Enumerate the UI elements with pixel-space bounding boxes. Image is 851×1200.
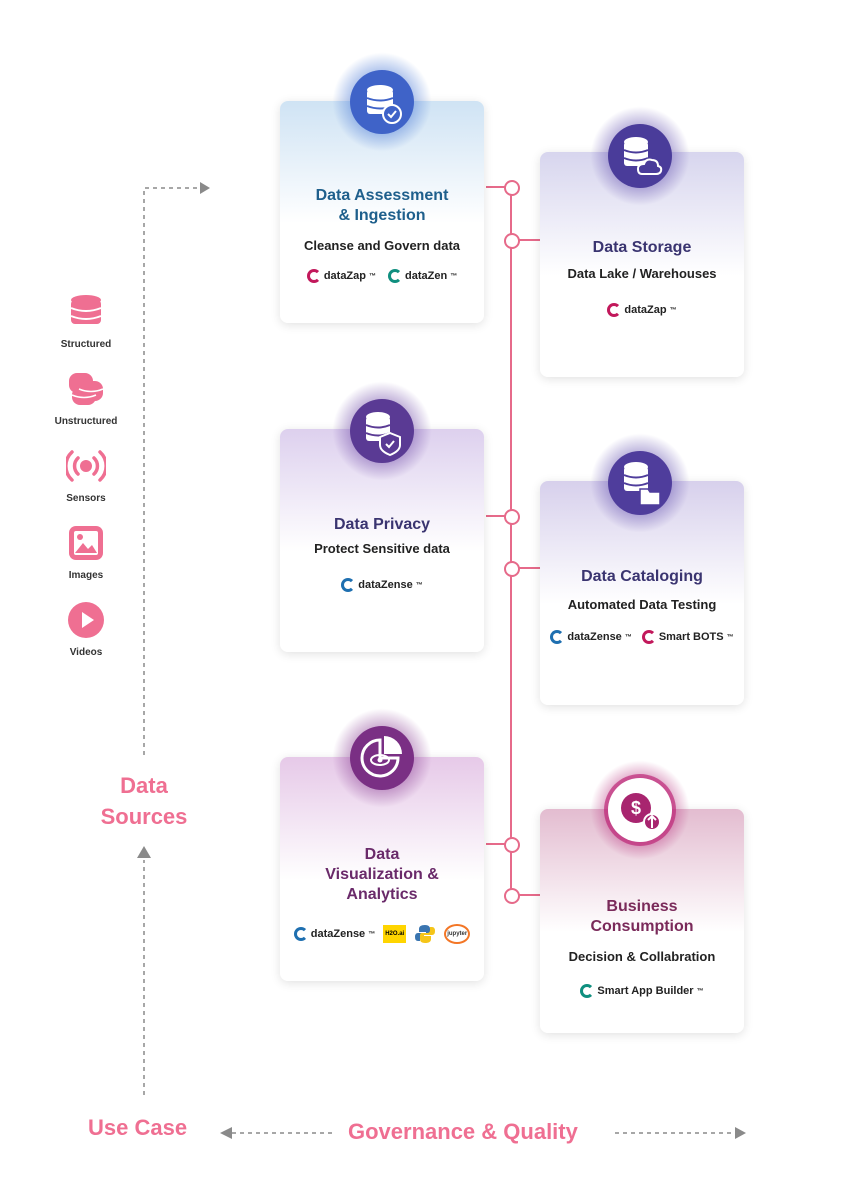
python-icon xyxy=(415,925,436,943)
stacked-database-icon xyxy=(69,373,104,405)
card-data-privacy: Data Privacy Protect Sensitive data data… xyxy=(280,429,484,652)
card-data-storage: Data Storage Data Lake / Warehouses data… xyxy=(540,152,744,377)
business-icon-bubble: $ xyxy=(590,760,690,860)
source-unstructured: Unstructured xyxy=(36,369,136,427)
database-check-icon xyxy=(366,85,402,124)
card-data-visualization: Data Visualization & Analytics dataZense… xyxy=(280,757,484,981)
database-shield-icon xyxy=(365,412,401,457)
play-icon xyxy=(68,602,104,638)
card-subtitle: Protect Sensitive data xyxy=(314,541,450,556)
database-icon xyxy=(70,295,102,324)
connector-node xyxy=(504,888,520,904)
assessment-icon-bubble xyxy=(332,52,432,152)
logo-jupyter: jupyter xyxy=(444,924,471,944)
database-cloud-icon xyxy=(623,137,663,175)
analytics-eye-icon xyxy=(360,736,402,778)
image-icon xyxy=(69,526,103,560)
card-subtitle: Data Lake / Warehouses xyxy=(567,266,717,281)
card-data-assessment: Data Assessment & Ingestion Cleanse and … xyxy=(280,101,484,323)
card-title: Data Privacy xyxy=(333,516,431,533)
card-data-cataloging: Data Cataloging Automated Data Testing d… xyxy=(540,481,744,705)
connector-node xyxy=(504,233,520,249)
storage-icon-bubble xyxy=(590,106,690,206)
cataloging-icon-bubble xyxy=(590,433,690,533)
dollar-arrow-icon: $ xyxy=(621,793,661,831)
sensor-icon xyxy=(64,450,108,482)
privacy-icon-bubble xyxy=(332,381,432,481)
source-sensors: Sensors xyxy=(36,446,136,504)
source-images: Images xyxy=(36,523,136,581)
source-structured: Structured xyxy=(36,292,136,350)
use-case-label: Use Case xyxy=(88,1115,188,1140)
visualization-icon-bubble xyxy=(332,708,432,808)
card-title: Data Assessment & Ingestion xyxy=(315,187,449,224)
card-title: Business Consumption xyxy=(590,898,694,935)
source-videos: Videos xyxy=(36,600,136,658)
card-subtitle: Cleanse and Govern data xyxy=(303,238,461,253)
card-title: Data Visualization & Analytics xyxy=(325,846,439,903)
svg-text:$: $ xyxy=(631,798,641,818)
database-folder-icon xyxy=(623,462,661,506)
connector-node xyxy=(504,561,520,577)
logo-h2o: H2O.ai xyxy=(383,925,407,943)
connector-node xyxy=(504,180,520,196)
card-title: Data Cataloging xyxy=(581,568,703,585)
data-sources-label: Data Sources xyxy=(100,773,188,829)
card-subtitle: Automated Data Testing xyxy=(567,597,717,612)
connector-node xyxy=(504,837,520,853)
governance-label: Governance & Quality xyxy=(348,1119,578,1144)
card-subtitle: Decision & Collabration xyxy=(568,949,716,964)
connector-node xyxy=(504,509,520,525)
card-title: Data Storage xyxy=(592,239,692,256)
